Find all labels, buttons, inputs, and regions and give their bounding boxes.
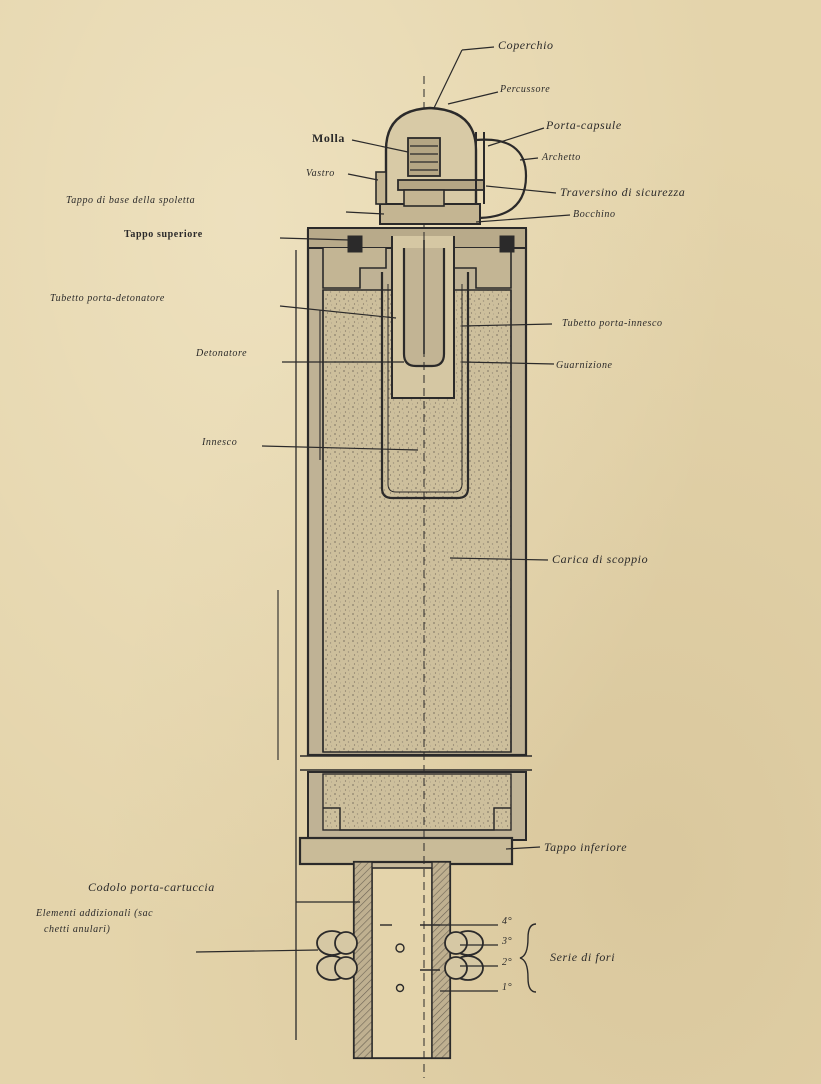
label-tappo-inferiore: Tappo inferiore bbox=[544, 840, 628, 854]
label-molla: Molla bbox=[312, 131, 345, 145]
charge-fill-lower bbox=[322, 773, 512, 831]
label-coperchio: Coperchio bbox=[498, 38, 554, 52]
fuze-spring bbox=[410, 145, 438, 171]
label-elementi-line1: Elementi addizionali (sac bbox=[36, 908, 154, 919]
primer-tube-inner bbox=[387, 284, 463, 493]
label-foro-3: 3° bbox=[502, 936, 513, 947]
label-detonatore: Detonatore bbox=[196, 348, 248, 359]
bottom-plug bbox=[298, 836, 514, 866]
label-tappo-base-spoletta: Tappo di base della spoletta bbox=[66, 195, 196, 206]
ring-bags-left bbox=[316, 930, 358, 981]
tail-hole-1 bbox=[395, 943, 405, 953]
tail-hole-2 bbox=[395, 983, 405, 993]
label-archetto: Archetto bbox=[542, 152, 581, 163]
label-innesco: Innesco bbox=[202, 437, 238, 448]
tail-tube-shaded-left bbox=[353, 861, 373, 1059]
label-foro-1: 1° bbox=[502, 982, 513, 993]
label-tubetto-porta-innesco: Tubetto porta-innesco bbox=[562, 318, 663, 329]
primer-tube bbox=[380, 272, 470, 500]
label-codolo: Codolo porta-cartuccia bbox=[88, 880, 215, 894]
top-plug-notch-right bbox=[499, 235, 515, 253]
fuze-neck bbox=[403, 189, 445, 207]
safety-pin bbox=[397, 179, 485, 191]
label-foro-2: 2° bbox=[502, 957, 513, 968]
tail-tube-bore bbox=[371, 867, 433, 1059]
top-plug-notch-left bbox=[347, 235, 363, 253]
label-serie-fori: Serie di fori bbox=[550, 950, 616, 964]
label-tubetto-porta-detonatore: Tubetto porta-detonatore bbox=[50, 293, 165, 304]
holes-bracket bbox=[519, 923, 537, 993]
top-plug-left-shoulder bbox=[322, 248, 387, 289]
label-traversino: Traversino di sicurezza bbox=[560, 185, 686, 199]
label-percussore: Percussore bbox=[500, 84, 551, 95]
label-porta-capsule: Porta-capsule bbox=[546, 118, 622, 132]
label-tappo-superiore: Tappo superiore bbox=[124, 229, 203, 240]
label-vastro: Vastro bbox=[306, 168, 335, 179]
fuze-base bbox=[379, 203, 481, 225]
label-foro-4: 4° bbox=[502, 916, 513, 927]
lower-inner-step bbox=[323, 807, 511, 831]
label-elementi-line2: chetti anulari) bbox=[44, 924, 111, 935]
label-guarnizione: Guarnizione bbox=[556, 360, 613, 371]
label-carica-scoppio: Carica di scoppio bbox=[552, 552, 649, 566]
fuze-left-tab bbox=[375, 171, 387, 205]
label-bocchino: Bocchino bbox=[573, 209, 616, 220]
drawing-group bbox=[195, 46, 571, 1078]
leader-lines bbox=[195, 46, 571, 992]
ring-bags-right bbox=[444, 930, 484, 981]
